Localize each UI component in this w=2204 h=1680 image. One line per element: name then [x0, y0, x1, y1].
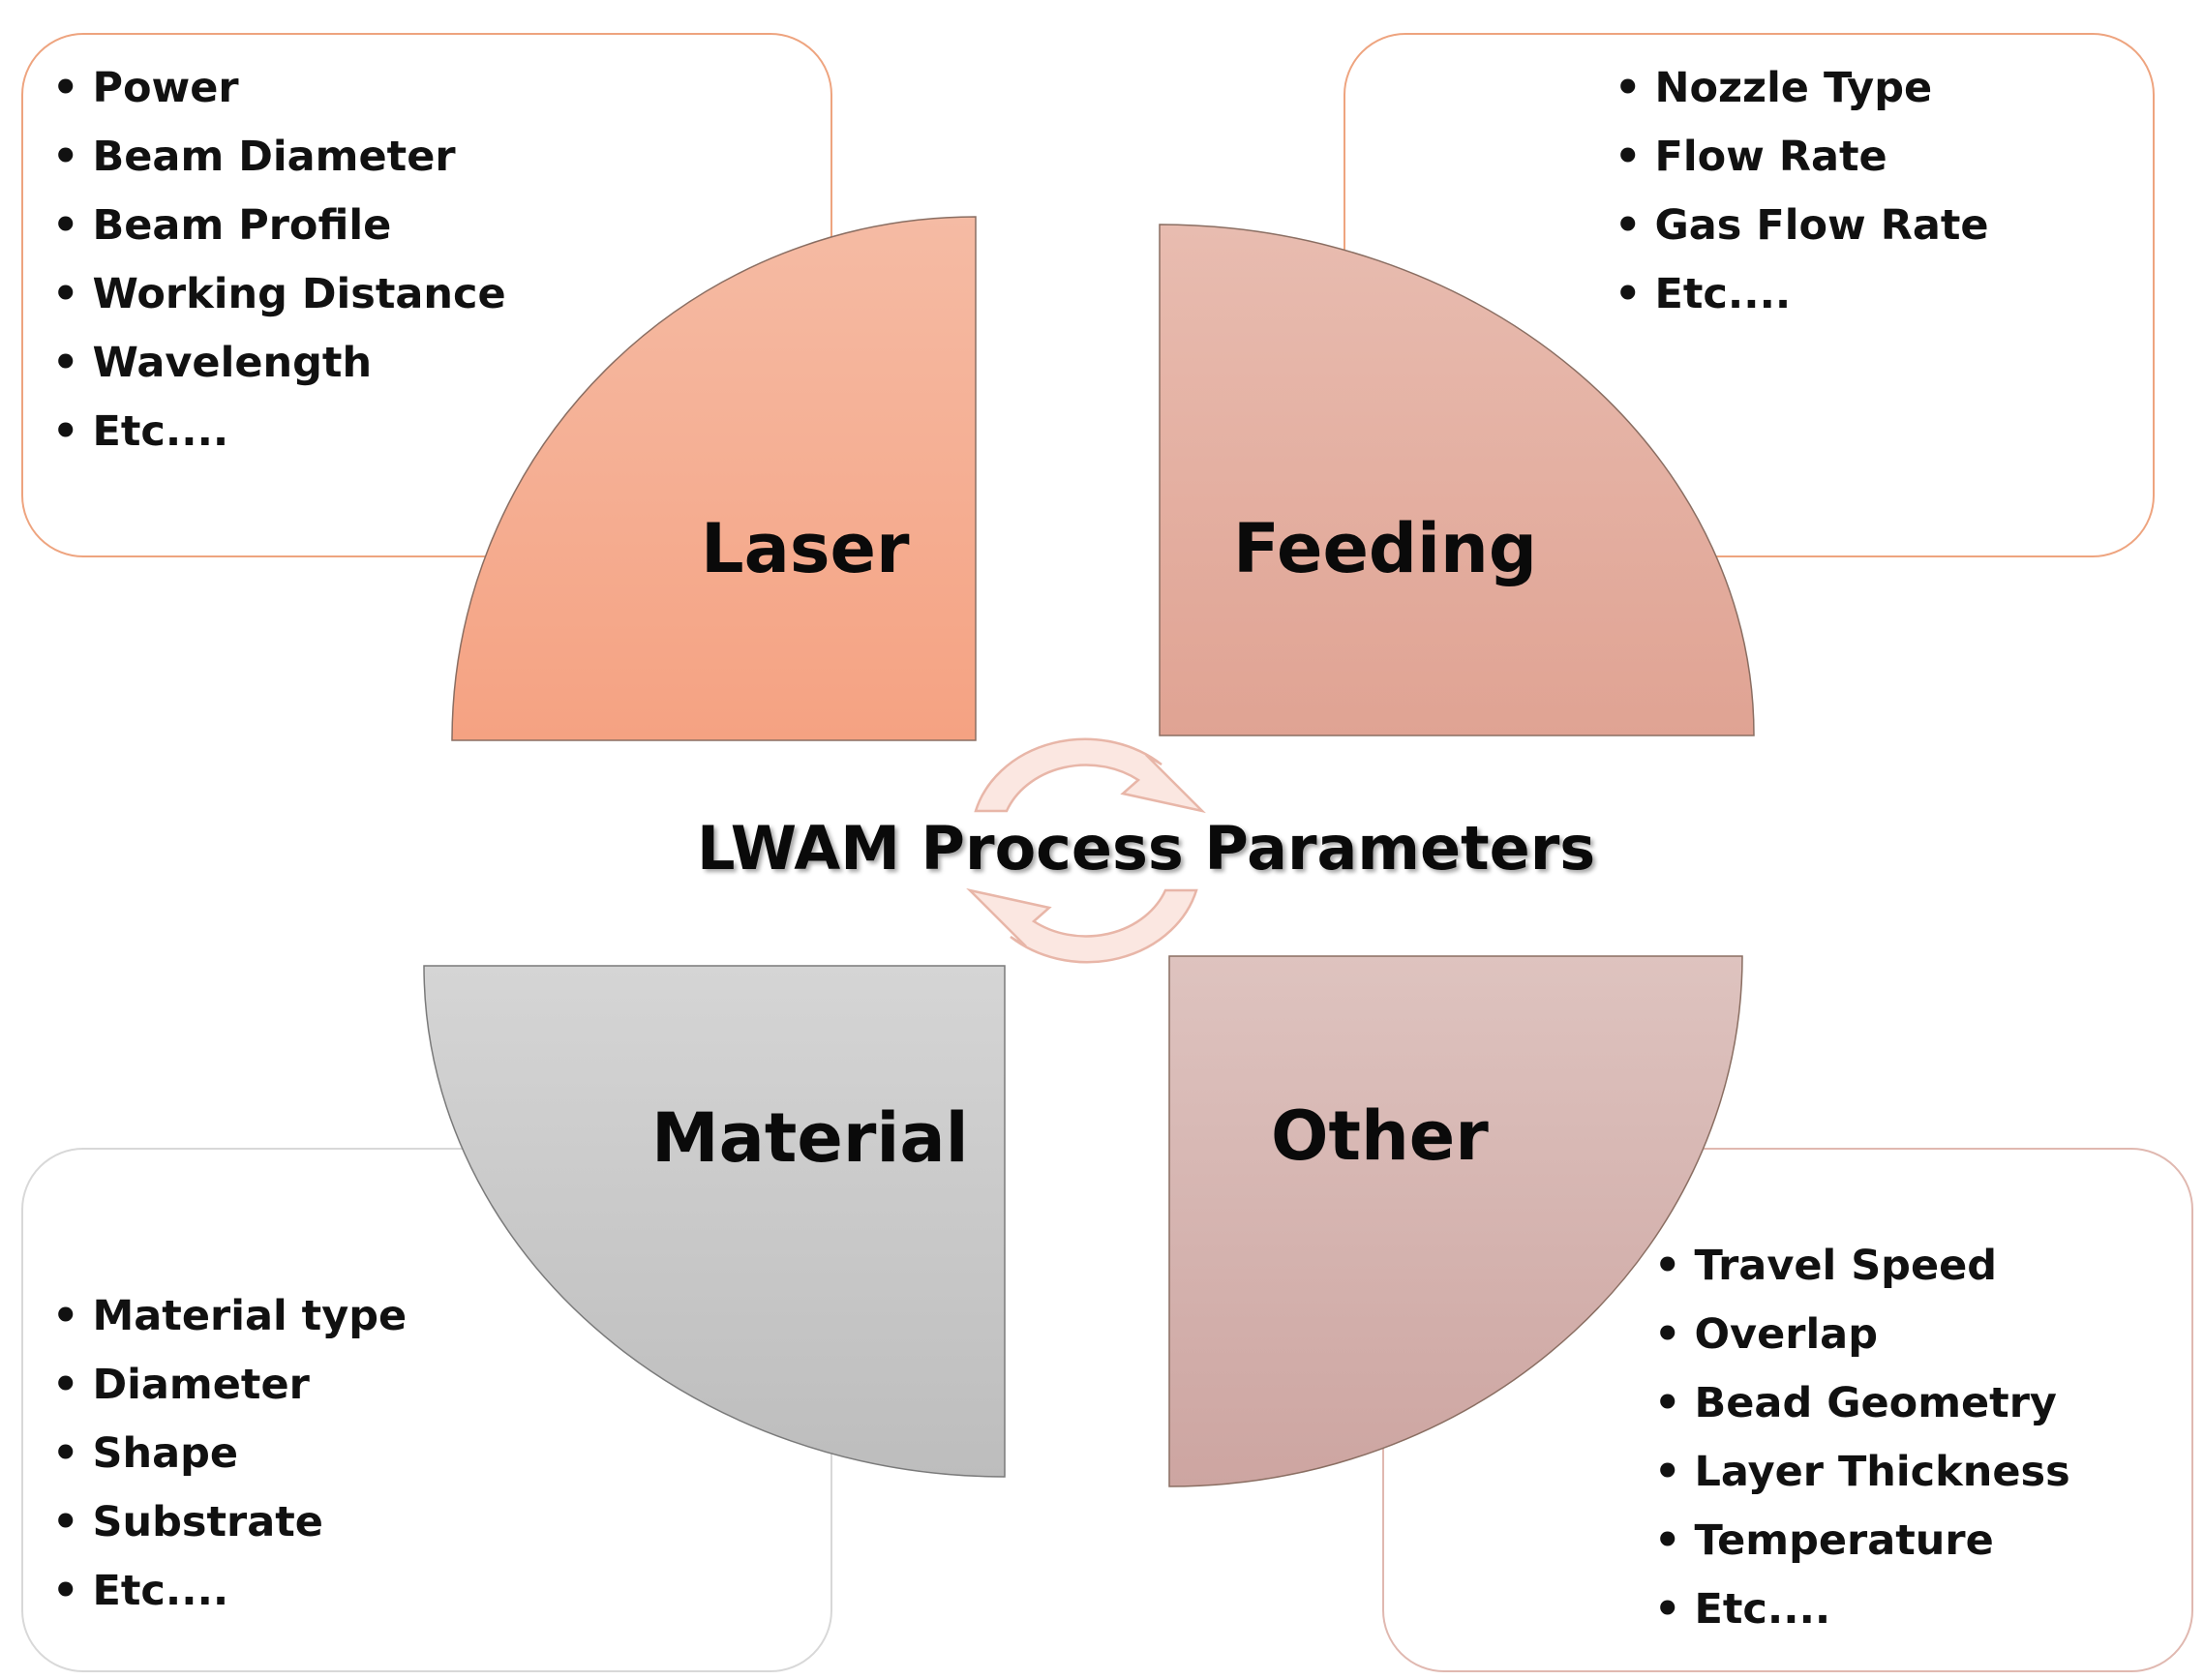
list-item: Overlap: [1654, 1301, 2070, 1369]
feeding-label: Feeding: [1233, 509, 1537, 588]
list-item: Power: [52, 54, 506, 123]
bottom-cycle-arrow-icon: [966, 887, 1198, 964]
list-item: Layer Thickness: [1654, 1438, 2069, 1507]
cycle-arrows-icon: [966, 737, 1206, 964]
list-item: Diameter: [52, 1351, 407, 1420]
diagram-title: LWAM Process Parameters: [697, 813, 1596, 884]
list-item: Working Distance: [52, 260, 505, 329]
laser-quadrant: [451, 216, 977, 741]
list-item: Beam Diameter: [52, 123, 506, 192]
list-item: Flow Rate: [1615, 123, 1989, 192]
list-item: Shape: [52, 1420, 407, 1488]
list-item: Etc....: [1654, 1575, 2070, 1644]
list-item: Substrate: [52, 1488, 407, 1557]
list-item: Beam Profile: [52, 192, 506, 260]
top-cycle-arrow-icon: [974, 737, 1206, 814]
feeding-quadrant: [1159, 224, 1755, 736]
laser-parameter-list: Power Beam Diameter Beam Profile Working…: [52, 54, 506, 466]
list-item: Nozzle Type: [1615, 54, 1989, 123]
material-label: Material: [651, 1098, 969, 1178]
list-item: Etc....: [52, 398, 506, 466]
list-item: Gas Flow Rate: [1615, 192, 1988, 260]
laser-label: Laser: [701, 509, 910, 588]
other-label: Other: [1271, 1096, 1489, 1176]
list-item: Wavelength: [52, 329, 506, 398]
other-quadrant: [1168, 955, 1743, 1487]
other-parameter-list: Travel Speed Overlap Bead Geometry Layer…: [1654, 1232, 2070, 1644]
list-item: Etc....: [52, 1557, 407, 1626]
list-item: Temperature: [1654, 1507, 2070, 1575]
list-item: Bead Geometry: [1654, 1369, 2070, 1438]
material-quadrant: [423, 965, 1006, 1478]
feeding-parameter-list: Nozzle Type Flow Rate Gas Flow Rate Etc.…: [1615, 54, 1989, 329]
material-parameter-list: Material type Diameter Shape Substrate E…: [52, 1282, 407, 1626]
list-item: Etc....: [1615, 260, 1989, 329]
list-item: Travel Speed: [1654, 1232, 2070, 1301]
list-item: Material type: [52, 1282, 407, 1351]
